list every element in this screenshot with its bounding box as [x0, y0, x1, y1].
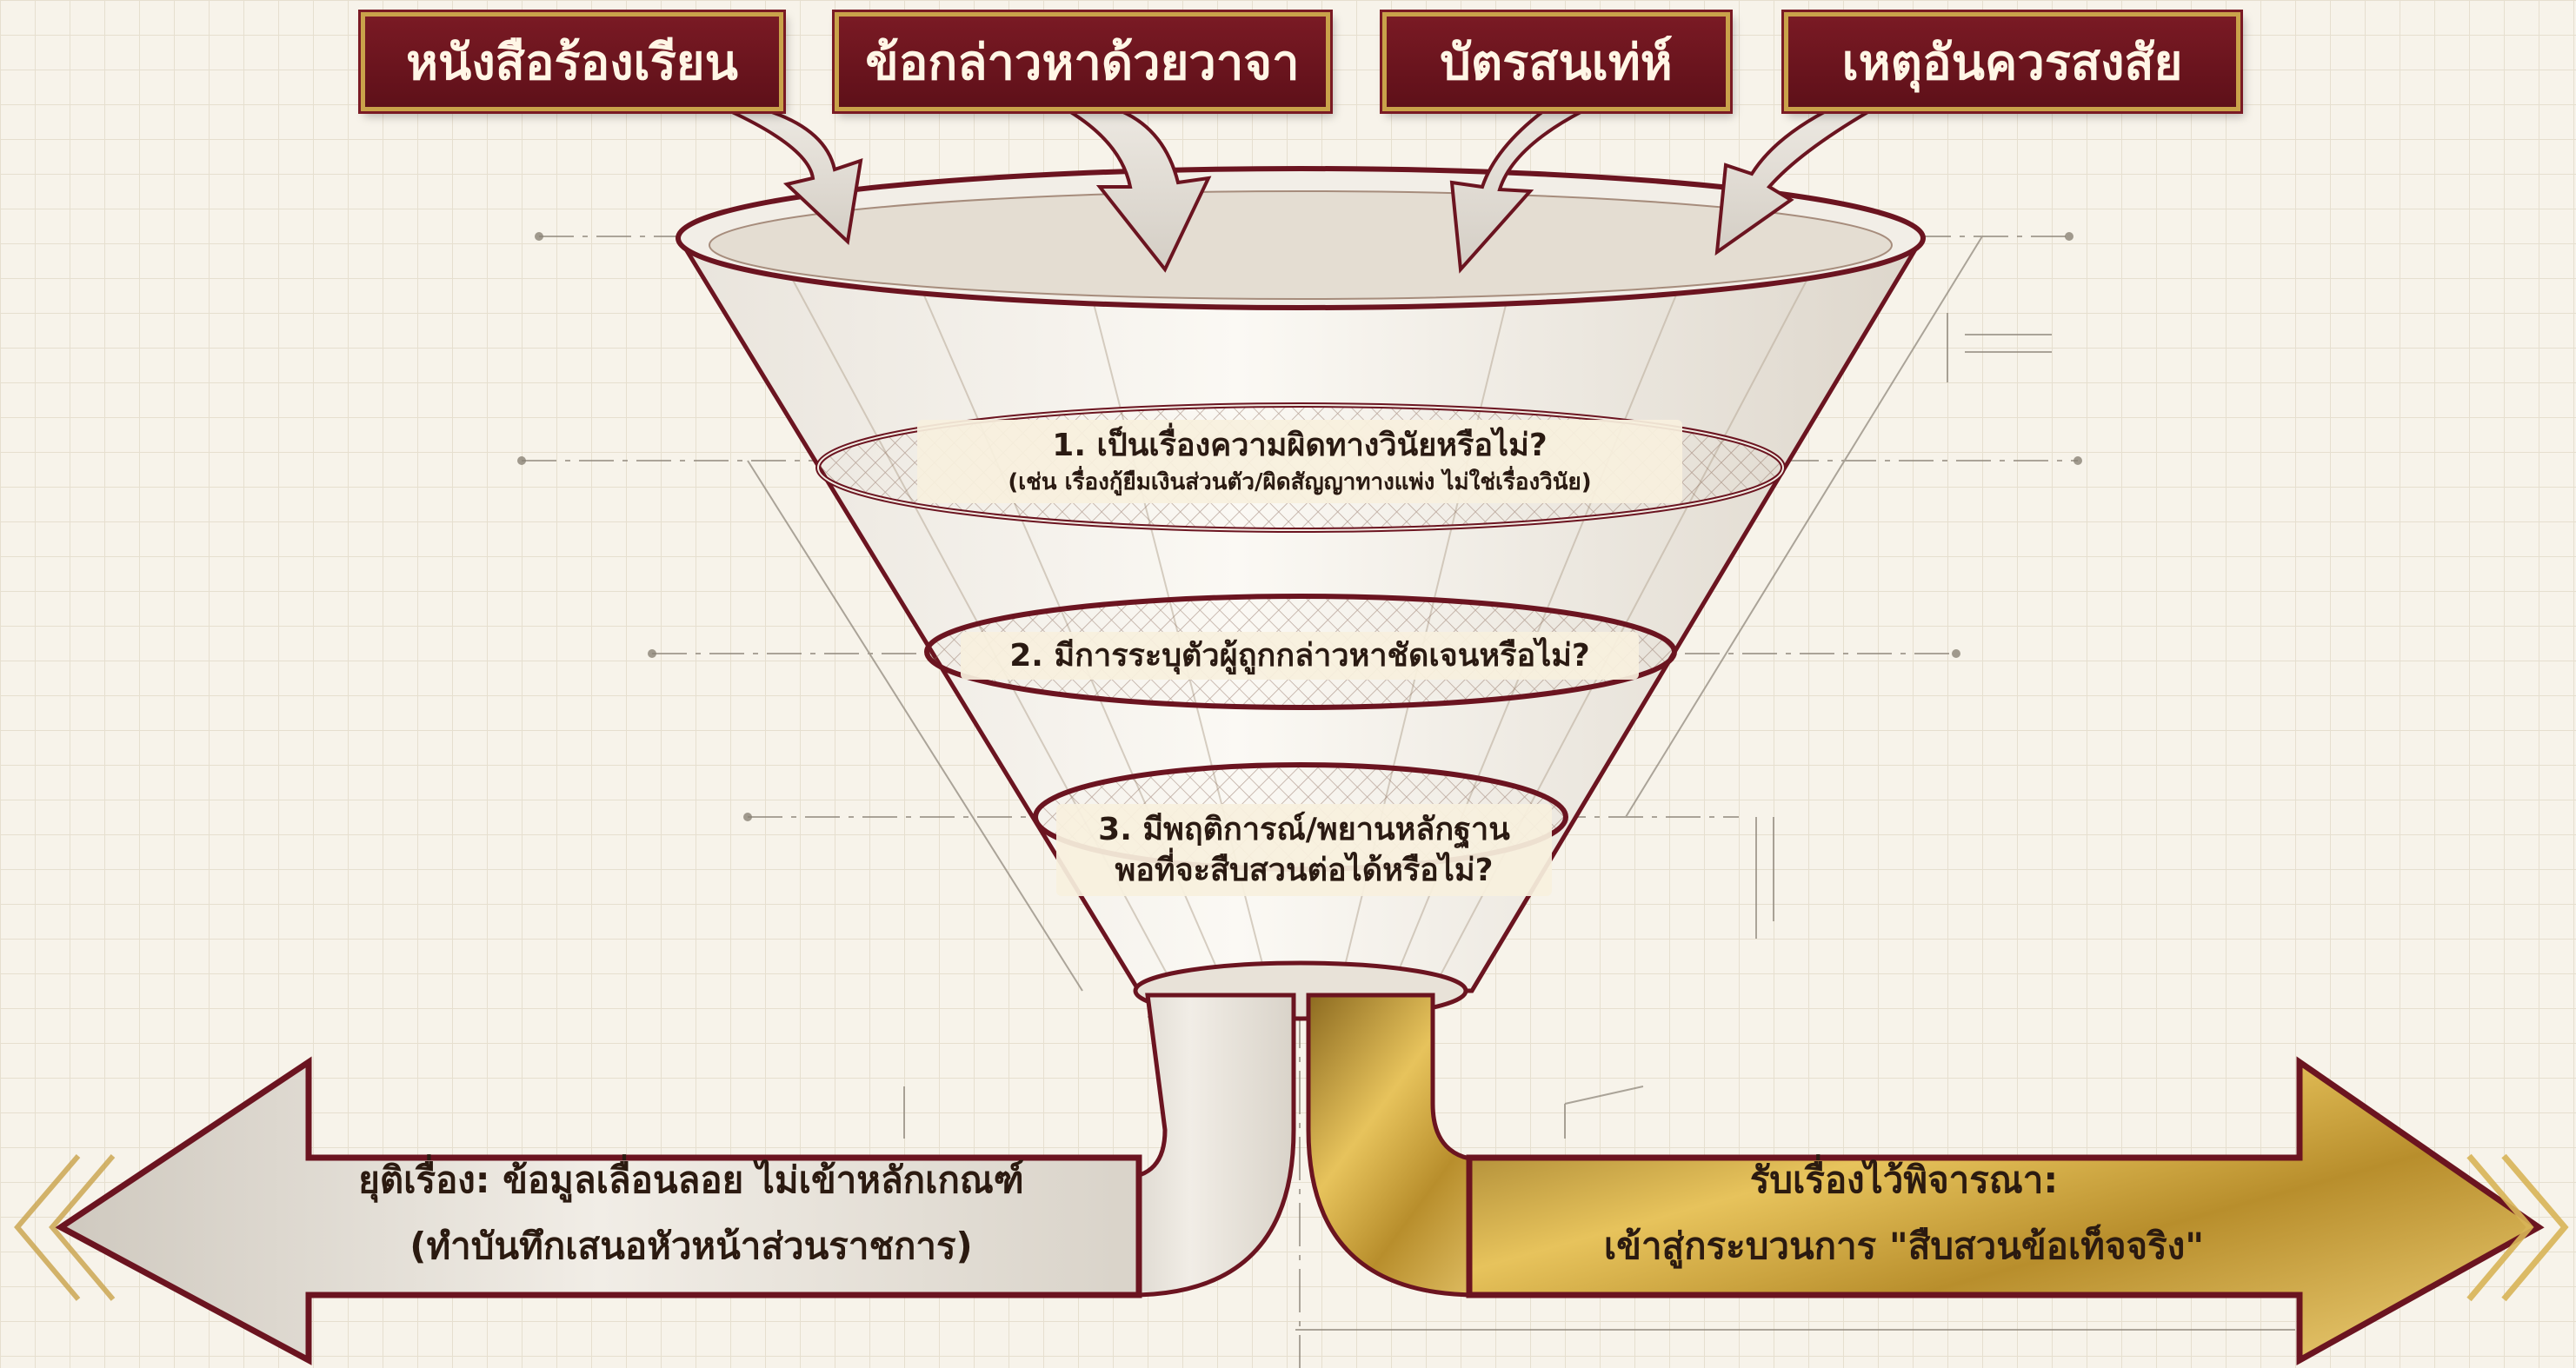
accept-arrow — [1466, 1056, 2545, 1365]
filter-3-plate: 3. มีพฤติการณ์/พยานหลักฐาน พอที่จะสืบสวน… — [1056, 804, 1552, 897]
accept-outcome: รับเรื่องไว้พิจารณา: เข้าสู่กระบวนการ "ส… — [1513, 1152, 2295, 1275]
intake-arrows — [729, 110, 1876, 274]
reject-outcome-line2: (ทำบันทึกเสนอหัวหน้าส่วนราชการ) — [409, 1225, 973, 1267]
filter-2-title: 2. มีการระบุตัวผู้ถูกกล่าวหาชัดเจนหรือไม… — [1009, 638, 1590, 674]
reject-outcome: ยุติเรื่อง: ข้อมูลเลื่อนลอย ไม่เข้าหลักเ… — [252, 1152, 1130, 1275]
reject-arrow — [55, 1056, 1142, 1365]
filter-1-note: (เช่น เรื่องกู้ยืมเงินส่วนตัว/ผิดสัญญาทา… — [1008, 469, 1592, 496]
source-verbal-allegation: ข้อกล่าวหาด้วยวาจา — [835, 12, 1330, 111]
source-complaint-letter: หนังสือร้องเรียน — [361, 12, 783, 111]
accept-outcome-line2: เข้าสู่กระบวนการ "สืบสวนข้อเท็จจริง" — [1603, 1225, 2205, 1267]
filter-3-title: 3. มีพฤติการณ์/พยานหลักฐาน — [1098, 812, 1510, 847]
accept-outcome-line1: รับเรื่องไว้พิจารณา: — [1749, 1159, 2059, 1201]
filter-1-plate: 1. เป็นเรื่องความผิดทางวินัยหรือไม่? (เช… — [917, 420, 1682, 504]
filter-1-title: 1. เป็นเรื่องความผิดทางวินัยหรือไม่? — [1052, 428, 1548, 463]
intake-arrow-3 — [1449, 110, 1583, 274]
intake-arrow-4 — [1714, 110, 1876, 256]
intake-arrow-1 — [729, 110, 863, 246]
source-reasonable-suspicion: เหตุอันควรสงสัย — [1784, 12, 2240, 111]
reject-outcome-line1: ยุติเรื่อง: ข้อมูลเลื่อนลอย ไม่เข้าหลักเ… — [358, 1159, 1024, 1201]
source-anonymous-letter: บัตรสนเท่ห์ — [1382, 12, 1730, 111]
intake-arrow-2 — [1062, 110, 1212, 273]
filter-2-plate: 2. มีการระบุตัวผู้ถูกกล่าวหาชัดเจนหรือไม… — [961, 632, 1639, 681]
filter-3-title-line2: พอที่จะสืบสวนต่อได้หรือไม่? — [1115, 853, 1494, 889]
